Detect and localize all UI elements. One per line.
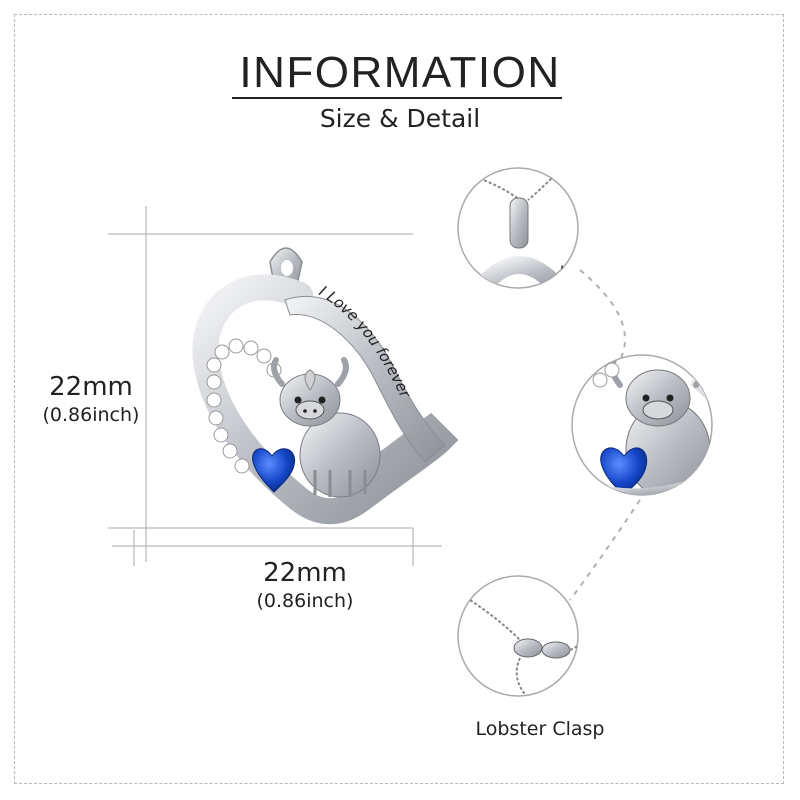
height-mm: 22mm bbox=[49, 372, 133, 402]
height-dimension: 22mm (0.86inch) bbox=[16, 372, 166, 426]
title-underline bbox=[232, 97, 562, 99]
blue-heart-gem bbox=[252, 448, 296, 493]
width-dimension: 22mm (0.86inch) bbox=[220, 558, 390, 612]
heart-pendant: I Love you forever bbox=[192, 247, 459, 525]
page-subtitle: Size & Detail bbox=[319, 104, 481, 133]
highland-cow-figure bbox=[271, 357, 381, 498]
cow-detail-circle: ou fore bbox=[571, 354, 713, 496]
clasp-detail-circle bbox=[457, 575, 579, 697]
bail-detail-circle: I bbox=[457, 167, 579, 289]
page-frame bbox=[14, 14, 784, 784]
detail-connector bbox=[569, 269, 641, 601]
width-mm: 22mm bbox=[263, 558, 347, 588]
bail-engraving-letter: I bbox=[560, 264, 564, 280]
dimension-guides bbox=[108, 206, 442, 566]
clasp-caption: Lobster Clasp bbox=[475, 718, 605, 740]
page-title: INFORMATION bbox=[239, 48, 561, 97]
height-inch: (0.86inch) bbox=[42, 404, 140, 426]
width-inch: (0.86inch) bbox=[256, 590, 354, 612]
